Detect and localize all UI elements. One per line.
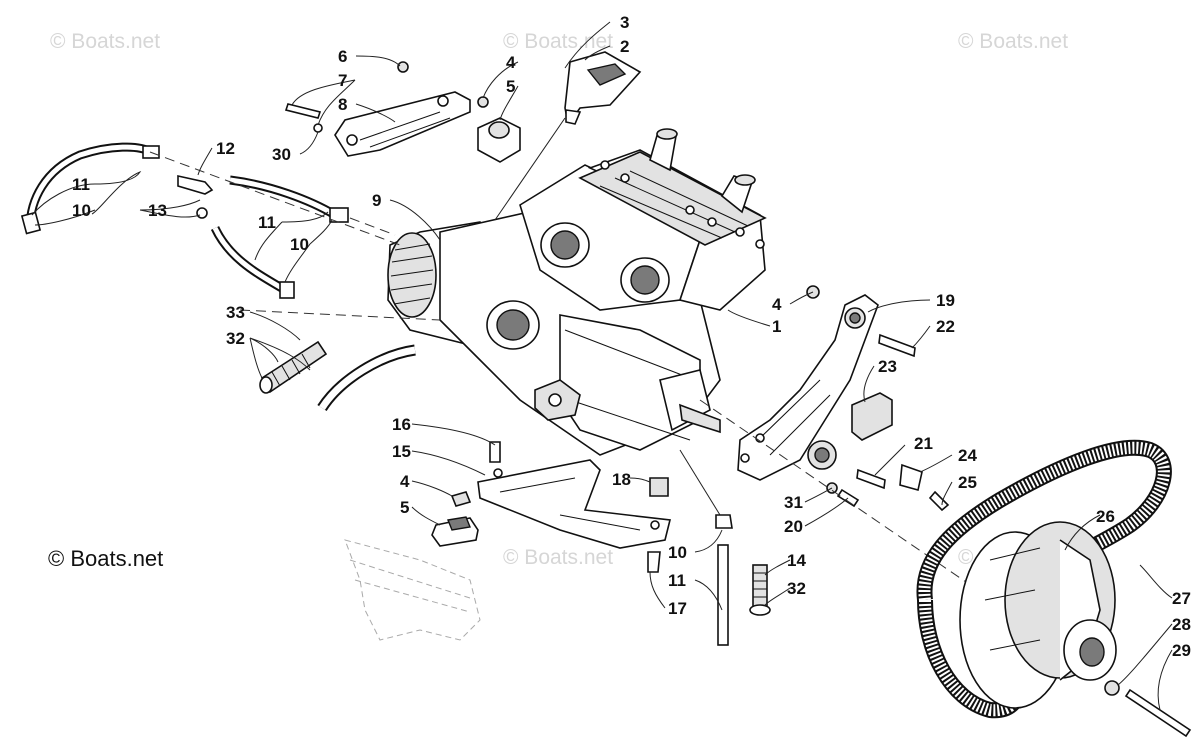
engine-mount-bracket-top <box>334 91 471 157</box>
spacer-18-icon <box>649 477 669 497</box>
bolt-29-icon <box>1124 688 1192 738</box>
drive-clutch-26 <box>959 521 1117 709</box>
callout-13: 13 <box>148 201 167 220</box>
spring-14 <box>749 564 771 616</box>
callout-5-top: 5 <box>506 77 515 96</box>
engine-block <box>387 128 767 456</box>
callout-3: 3 <box>620 13 629 32</box>
leader-lines <box>31 21 1173 711</box>
callout-11-center: 11 <box>258 213 276 232</box>
callout-17: 17 <box>668 599 687 618</box>
callout-16: 16 <box>392 415 411 434</box>
callout-8: 8 <box>338 95 347 114</box>
washer-30-icon <box>313 123 323 133</box>
callout-10-center: 10 <box>290 235 309 254</box>
callout-1: 1 <box>772 317 781 336</box>
clip-24-icon <box>899 463 923 491</box>
tether-handle <box>564 51 642 125</box>
watermark-center: © Boats.net <box>503 546 613 569</box>
rubber-mount-top <box>477 117 521 163</box>
callout-25: 25 <box>958 473 977 492</box>
callout-21: 21 <box>914 434 933 453</box>
callout-15: 15 <box>392 442 411 461</box>
callout-23: 23 <box>878 357 897 376</box>
callout-2: 2 <box>620 37 629 56</box>
pulse-hose <box>317 344 416 412</box>
callout-7: 7 <box>338 71 347 90</box>
callout-28: 28 <box>1172 615 1191 634</box>
nut-4-lower-icon <box>450 491 472 507</box>
bolt-16-icon <box>489 441 501 463</box>
callout-11-left: 11 <box>72 175 90 194</box>
callout-4-lower: 4 <box>400 472 410 491</box>
watermark-top-right: © Boats.net <box>958 30 1068 53</box>
callout-30: 30 <box>272 145 291 164</box>
bolt-22-icon <box>878 333 916 358</box>
fuel-hose-left <box>20 142 160 235</box>
engine-mount-plate-right <box>737 294 879 481</box>
callout-14: 14 <box>787 551 806 570</box>
spring-33 <box>259 340 328 394</box>
nut-4-top-icon <box>477 96 489 108</box>
callout-32-left: 32 <box>226 329 245 348</box>
watermark-top-left: © Boats.net <box>50 30 160 53</box>
callout-5-lower: 5 <box>400 498 409 517</box>
callout-labels: 3 2 6 4 7 5 8 12 30 11 9 13 10 11 10 4 1… <box>72 13 1191 660</box>
watermark-main: © Boats.net <box>48 546 163 571</box>
callout-31: 31 <box>784 493 803 512</box>
callout-19: 19 <box>936 291 955 310</box>
watermark-top-center: © Boats.net <box>503 30 613 53</box>
chassis-outline <box>344 539 481 641</box>
callout-12: 12 <box>216 139 235 158</box>
callout-27: 27 <box>1172 589 1191 608</box>
fuel-hose-center <box>210 175 349 299</box>
bolt-7-icon <box>284 103 322 119</box>
bolt-21-icon <box>856 468 886 490</box>
callout-24: 24 <box>958 446 977 465</box>
oil-hose-lower <box>715 514 733 646</box>
callout-10-lower: 10 <box>668 543 687 562</box>
callout-4-right: 4 <box>772 295 782 314</box>
callout-9: 9 <box>372 191 381 210</box>
callout-33: 33 <box>226 303 245 322</box>
callout-22: 22 <box>936 317 955 336</box>
callout-4-top: 4 <box>506 53 516 72</box>
nut-6-icon <box>397 61 409 73</box>
callout-29: 29 <box>1172 641 1191 660</box>
callout-32-lower: 32 <box>787 579 806 598</box>
bolt-25-icon <box>928 490 950 512</box>
callout-18: 18 <box>612 470 631 489</box>
washer-28-icon <box>1104 680 1120 696</box>
callout-10-left: 10 <box>72 201 91 220</box>
fuel-tee-fitting <box>177 175 214 219</box>
callout-11-lower: 11 <box>668 571 686 590</box>
bolt-17-icon <box>647 551 661 573</box>
rubber-mount-lower <box>431 516 479 547</box>
callout-6: 6 <box>338 47 347 66</box>
callout-20: 20 <box>784 517 803 536</box>
engine-mount-bracket-lower <box>477 459 671 549</box>
callout-26: 26 <box>1096 507 1115 526</box>
damper-block-23 <box>851 392 893 441</box>
